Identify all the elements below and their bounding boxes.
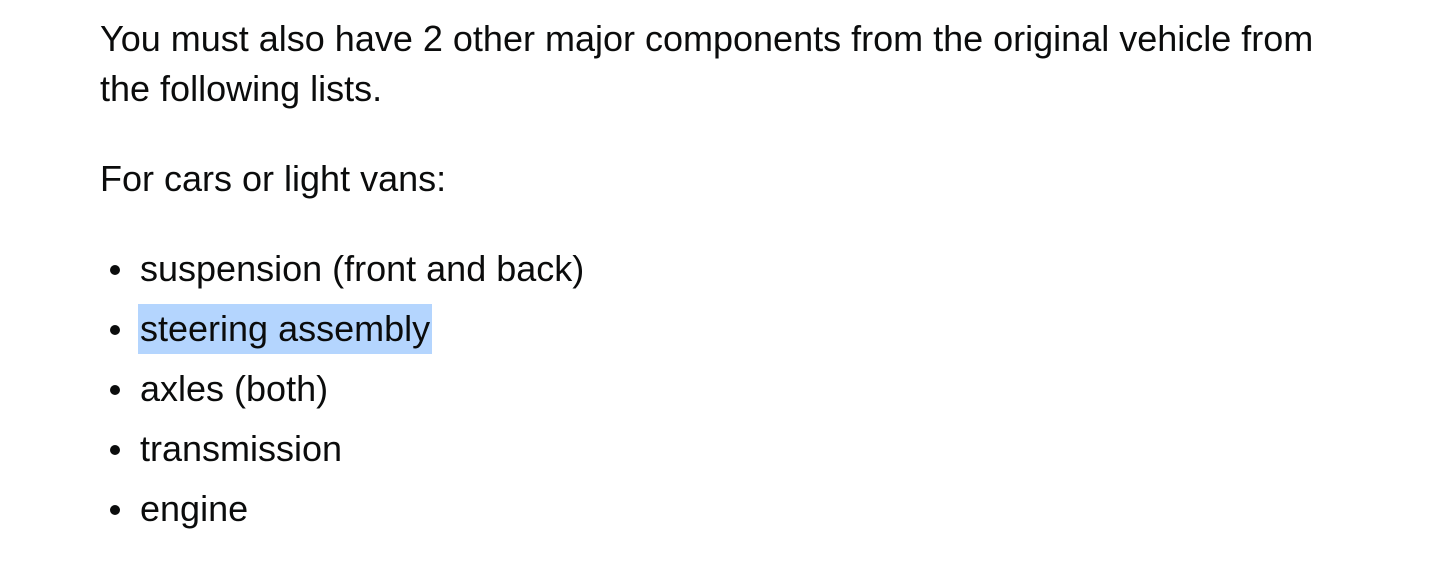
list-item: suspension (front and back)	[100, 244, 1360, 294]
list-item-text: transmission	[140, 428, 343, 469]
content-body: You must also have 2 other major compone…	[100, 14, 1360, 544]
list-item: axles (both)	[100, 364, 1360, 414]
list-item-text: axles (both)	[140, 368, 329, 409]
list-item-text-selected[interactable]: steering assembly	[138, 304, 433, 354]
list-item-text: engine	[140, 488, 249, 529]
bullet-icon	[110, 325, 120, 335]
bullet-icon	[110, 385, 120, 395]
bullet-icon	[110, 445, 120, 455]
intro-paragraph: You must also have 2 other major compone…	[100, 18, 1314, 109]
component-list: suspension (front and back) steering ass…	[100, 244, 1360, 534]
list-item-text: suspension (front and back)	[140, 248, 585, 289]
list-item: transmission	[100, 424, 1360, 474]
list-item: engine	[100, 484, 1360, 534]
list-item: steering assembly	[100, 304, 1360, 354]
list-intro-paragraph: For cars or light vans:	[100, 158, 447, 199]
bullet-icon	[110, 265, 120, 275]
bullet-icon	[110, 505, 120, 515]
